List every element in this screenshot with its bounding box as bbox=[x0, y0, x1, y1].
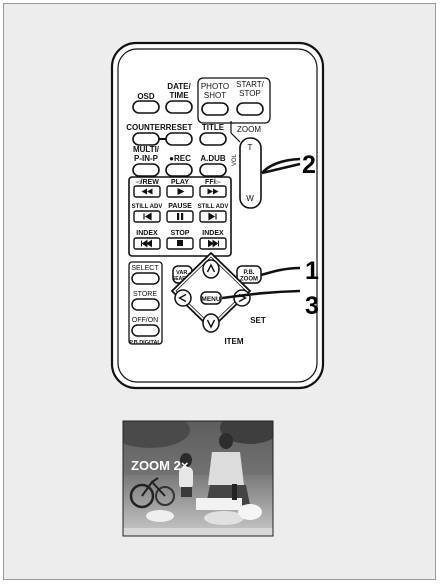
counter-label: COUNTER bbox=[126, 123, 166, 132]
zoom-overlay-text: ZOOM 2× bbox=[131, 458, 189, 473]
stop-icon bbox=[177, 240, 183, 246]
off-on-label: OFF/ON bbox=[132, 317, 158, 324]
counter-button[interactable] bbox=[133, 133, 159, 145]
photo-shot-button[interactable] bbox=[202, 103, 228, 115]
store-label: STORE bbox=[133, 291, 157, 298]
set-label: SET bbox=[250, 316, 266, 325]
pause-button[interactable] bbox=[167, 211, 193, 222]
ff-label: FF/▻ bbox=[205, 179, 221, 186]
play-label: PLAY bbox=[171, 179, 189, 186]
date-time-button[interactable] bbox=[166, 101, 192, 113]
nav-down-button[interactable] bbox=[203, 314, 219, 332]
off-on-button[interactable] bbox=[132, 325, 159, 336]
zoom-t-label: T bbox=[248, 143, 253, 152]
stop-label: STOP bbox=[171, 230, 190, 237]
reset-button[interactable] bbox=[166, 133, 192, 145]
rew-label: ◅/REW bbox=[135, 179, 159, 186]
a-dub-button[interactable] bbox=[200, 164, 226, 176]
date-time-label-2: TIME bbox=[169, 91, 189, 100]
rec-button[interactable] bbox=[166, 164, 192, 176]
start-stop-button[interactable] bbox=[237, 103, 263, 115]
title-label: TITLE bbox=[202, 123, 225, 132]
callout-3-number: 3 bbox=[305, 292, 319, 320]
pb-zoom-label-1: P.B. bbox=[244, 270, 255, 276]
photo-shot-label-1: PHOTO bbox=[201, 82, 229, 91]
pb-digital-label: P.B.DIGITAL bbox=[129, 340, 161, 346]
still-adv-left-label: STILL ADV bbox=[132, 204, 163, 210]
date-time-label-1: DATE/ bbox=[167, 82, 191, 91]
rec-label: ●REC bbox=[169, 154, 191, 163]
nav-right-button[interactable] bbox=[234, 290, 250, 306]
multi-p-in-p-button[interactable] bbox=[133, 164, 159, 176]
store-button[interactable] bbox=[132, 299, 159, 310]
pause-label: PAUSE bbox=[168, 203, 192, 210]
multi-label-1: MULTI/ bbox=[133, 145, 160, 154]
callout-1-number: 1 bbox=[305, 257, 319, 285]
select-label: SELECT bbox=[131, 265, 159, 272]
nav-left-button[interactable] bbox=[175, 290, 191, 306]
multi-label-2: P-IN-P bbox=[134, 154, 159, 163]
title-button[interactable] bbox=[200, 133, 226, 145]
still-adv-right-label: STILL ADV bbox=[198, 204, 229, 210]
select-button[interactable] bbox=[132, 273, 159, 284]
osd-label: OSD bbox=[137, 92, 155, 101]
osd-button[interactable] bbox=[133, 101, 159, 113]
index-right-label: INDEX bbox=[202, 230, 224, 237]
index-left-label: INDEX bbox=[136, 230, 158, 237]
a-dub-label: A.DUB bbox=[200, 154, 226, 163]
callout-2-number: 2 bbox=[302, 151, 316, 179]
menu-label: MENU bbox=[201, 296, 220, 303]
reset-label: RESET bbox=[166, 123, 193, 132]
photo-shot-label-2: SHOT bbox=[204, 91, 226, 100]
playback-photo: ZOOM 2× bbox=[110, 412, 280, 536]
start-stop-label-1: START/ bbox=[236, 80, 264, 89]
item-label: ITEM bbox=[224, 337, 243, 346]
start-stop-label-2: STOP bbox=[239, 89, 261, 98]
nav-up-button[interactable] bbox=[203, 260, 219, 278]
zoom-w-label: W bbox=[246, 194, 254, 203]
zoom-label: ZOOM bbox=[237, 125, 261, 134]
vol-label: VOL bbox=[232, 153, 238, 166]
pb-zoom-label-2: ZOOM bbox=[240, 277, 258, 283]
